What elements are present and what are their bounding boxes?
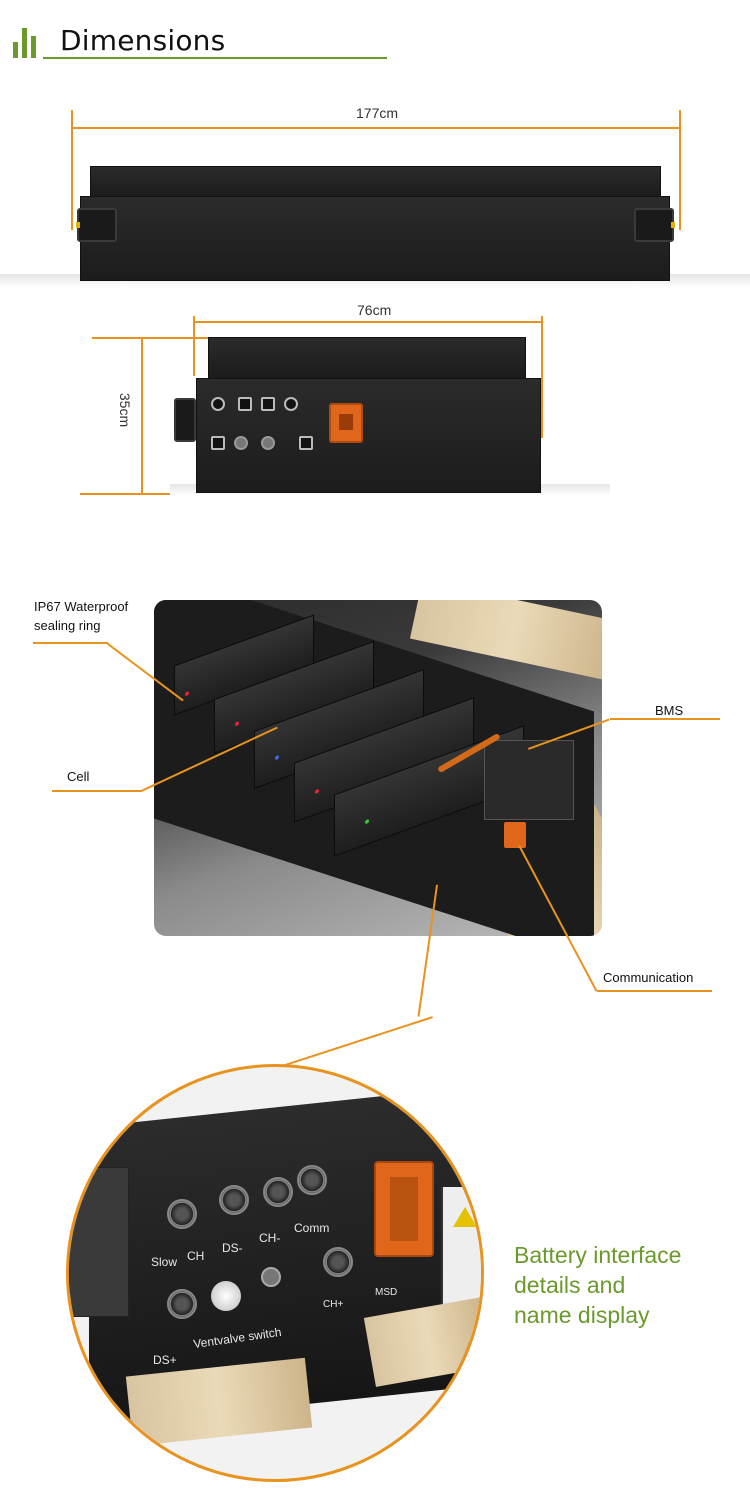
width-dimension-line xyxy=(193,321,543,323)
connector-ch-minus xyxy=(261,397,275,411)
vent-valve xyxy=(234,436,248,450)
height-bottom-line xyxy=(80,493,198,495)
msd-closeup xyxy=(374,1161,434,1257)
caption-line3: name display xyxy=(514,1302,650,1328)
connector-ds-plus xyxy=(211,436,225,450)
switch-button-icon xyxy=(261,1267,281,1287)
label-ds-minus: DS- xyxy=(222,1241,243,1255)
height-top-line xyxy=(92,337,208,339)
closeup-leader-diag xyxy=(282,1016,433,1067)
bms-label: BMS xyxy=(655,703,684,718)
section-title: Dimensions xyxy=(60,24,226,57)
communication-leader-h xyxy=(597,990,712,992)
bms-module xyxy=(484,740,574,820)
length-right-tick xyxy=(679,110,681,230)
bms-leader-h xyxy=(610,718,720,720)
label-slow: Slow xyxy=(151,1255,178,1269)
vent-valve-icon xyxy=(211,1281,241,1311)
ds-minus-connector-icon xyxy=(219,1185,249,1215)
interface-closeup: Slow CH DS- CH- Comm CH+ MSD DS+ Ventval… xyxy=(66,1064,484,1482)
side-bracket xyxy=(69,1167,129,1317)
label-ch-minus: CH- xyxy=(259,1231,281,1245)
length-left-tick xyxy=(71,110,73,230)
connector-ch-plus xyxy=(299,436,313,450)
closeup-caption: Battery interface details and name displ… xyxy=(514,1240,681,1330)
msd-plug xyxy=(504,822,526,848)
internal-view-photo xyxy=(154,600,602,936)
length-dimension-line xyxy=(71,127,681,129)
cell-label: Cell xyxy=(67,769,90,784)
width-label: 76cm xyxy=(357,302,392,318)
slow-ch-connector-icon xyxy=(167,1199,197,1229)
switch xyxy=(261,436,275,450)
waterproof-label-line1: IP67 Waterproof xyxy=(34,599,129,614)
side-body xyxy=(196,378,541,493)
waterproof-leader-h xyxy=(33,642,108,644)
label-ds-plus: DS+ xyxy=(153,1353,177,1367)
label-msd: MSD xyxy=(375,1287,398,1298)
side-lid xyxy=(208,337,526,379)
caption-line2: details and xyxy=(514,1272,626,1298)
side-handle xyxy=(174,398,196,442)
battery-lid xyxy=(90,166,661,198)
width-left-tick xyxy=(193,316,195,376)
waterproof-label: IP67 Waterproof sealing ring xyxy=(34,597,128,635)
battery-body xyxy=(80,196,670,281)
ch-plus-connector-icon xyxy=(323,1247,353,1277)
msd-connector xyxy=(329,403,363,443)
label-ch: CH xyxy=(187,1249,205,1263)
label-ch-plus: CH+ xyxy=(323,1299,344,1310)
waterproof-label-line2: sealing ring xyxy=(34,618,101,633)
ds-plus-connector-icon xyxy=(167,1289,197,1319)
communication-label: Communication xyxy=(603,970,694,985)
caption-line1: Battery interface xyxy=(514,1242,682,1268)
right-handle xyxy=(634,208,675,242)
title-underline xyxy=(43,57,387,59)
connector-slow-ch xyxy=(211,397,225,411)
length-label: 177cm xyxy=(356,105,399,121)
ch-minus-connector-icon xyxy=(263,1177,293,1207)
connector-comm xyxy=(284,397,298,411)
cell-leader-h xyxy=(52,790,142,792)
connector-ds-minus xyxy=(238,397,252,411)
height-label: 35cm xyxy=(117,392,134,428)
comm-connector-icon xyxy=(297,1165,327,1195)
label-comm: Comm xyxy=(294,1221,330,1235)
left-handle xyxy=(76,208,117,242)
height-dimension-line xyxy=(141,337,143,495)
brand-bars-icon xyxy=(13,26,39,58)
width-right-tick xyxy=(541,316,543,438)
warning-label xyxy=(441,1187,481,1307)
